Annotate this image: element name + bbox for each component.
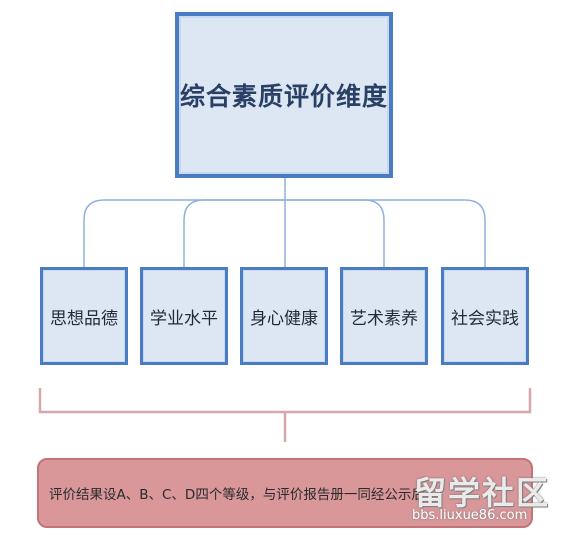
connector-child-2	[183, 199, 285, 267]
child-node-label: 思想品德	[50, 308, 118, 329]
grading-note-box: 评价结果设A、B、C、D四个等级，与评价报告册一同经公示后	[37, 458, 533, 528]
root-node: 综合素质评价维度	[175, 12, 393, 178]
watermark-url: bbs.liuxue86.com	[412, 508, 528, 523]
grading-note-text: 评价结果设A、B、C、D四个等级，与评价报告册一同经公示后	[49, 487, 425, 503]
site-watermark: 留学社区 bbs.liuxue86.com	[408, 468, 574, 530]
child-node-label: 身心健康	[250, 308, 318, 329]
connector-child-1	[83, 199, 285, 267]
child-node-label: 学业水平	[150, 308, 218, 329]
child-node-shehui-shijian: 社会实践	[441, 267, 529, 365]
connector-child-4	[285, 199, 385, 267]
child-node-xueye-shuiping: 学业水平	[140, 267, 228, 365]
child-node-shenxin-jiankang: 身心健康	[240, 267, 328, 365]
child-node-sixiang-pinde: 思想品德	[40, 267, 128, 365]
child-node-yishu-suyang: 艺术素养	[340, 267, 428, 365]
child-node-label: 艺术素养	[350, 308, 418, 329]
group-bracket	[38, 388, 532, 414]
root-node-label: 综合素质评价维度	[179, 82, 388, 111]
watermark-title: 留学社区	[414, 474, 551, 512]
connector-child-5	[285, 199, 486, 267]
child-node-label: 社会实践	[451, 308, 519, 329]
